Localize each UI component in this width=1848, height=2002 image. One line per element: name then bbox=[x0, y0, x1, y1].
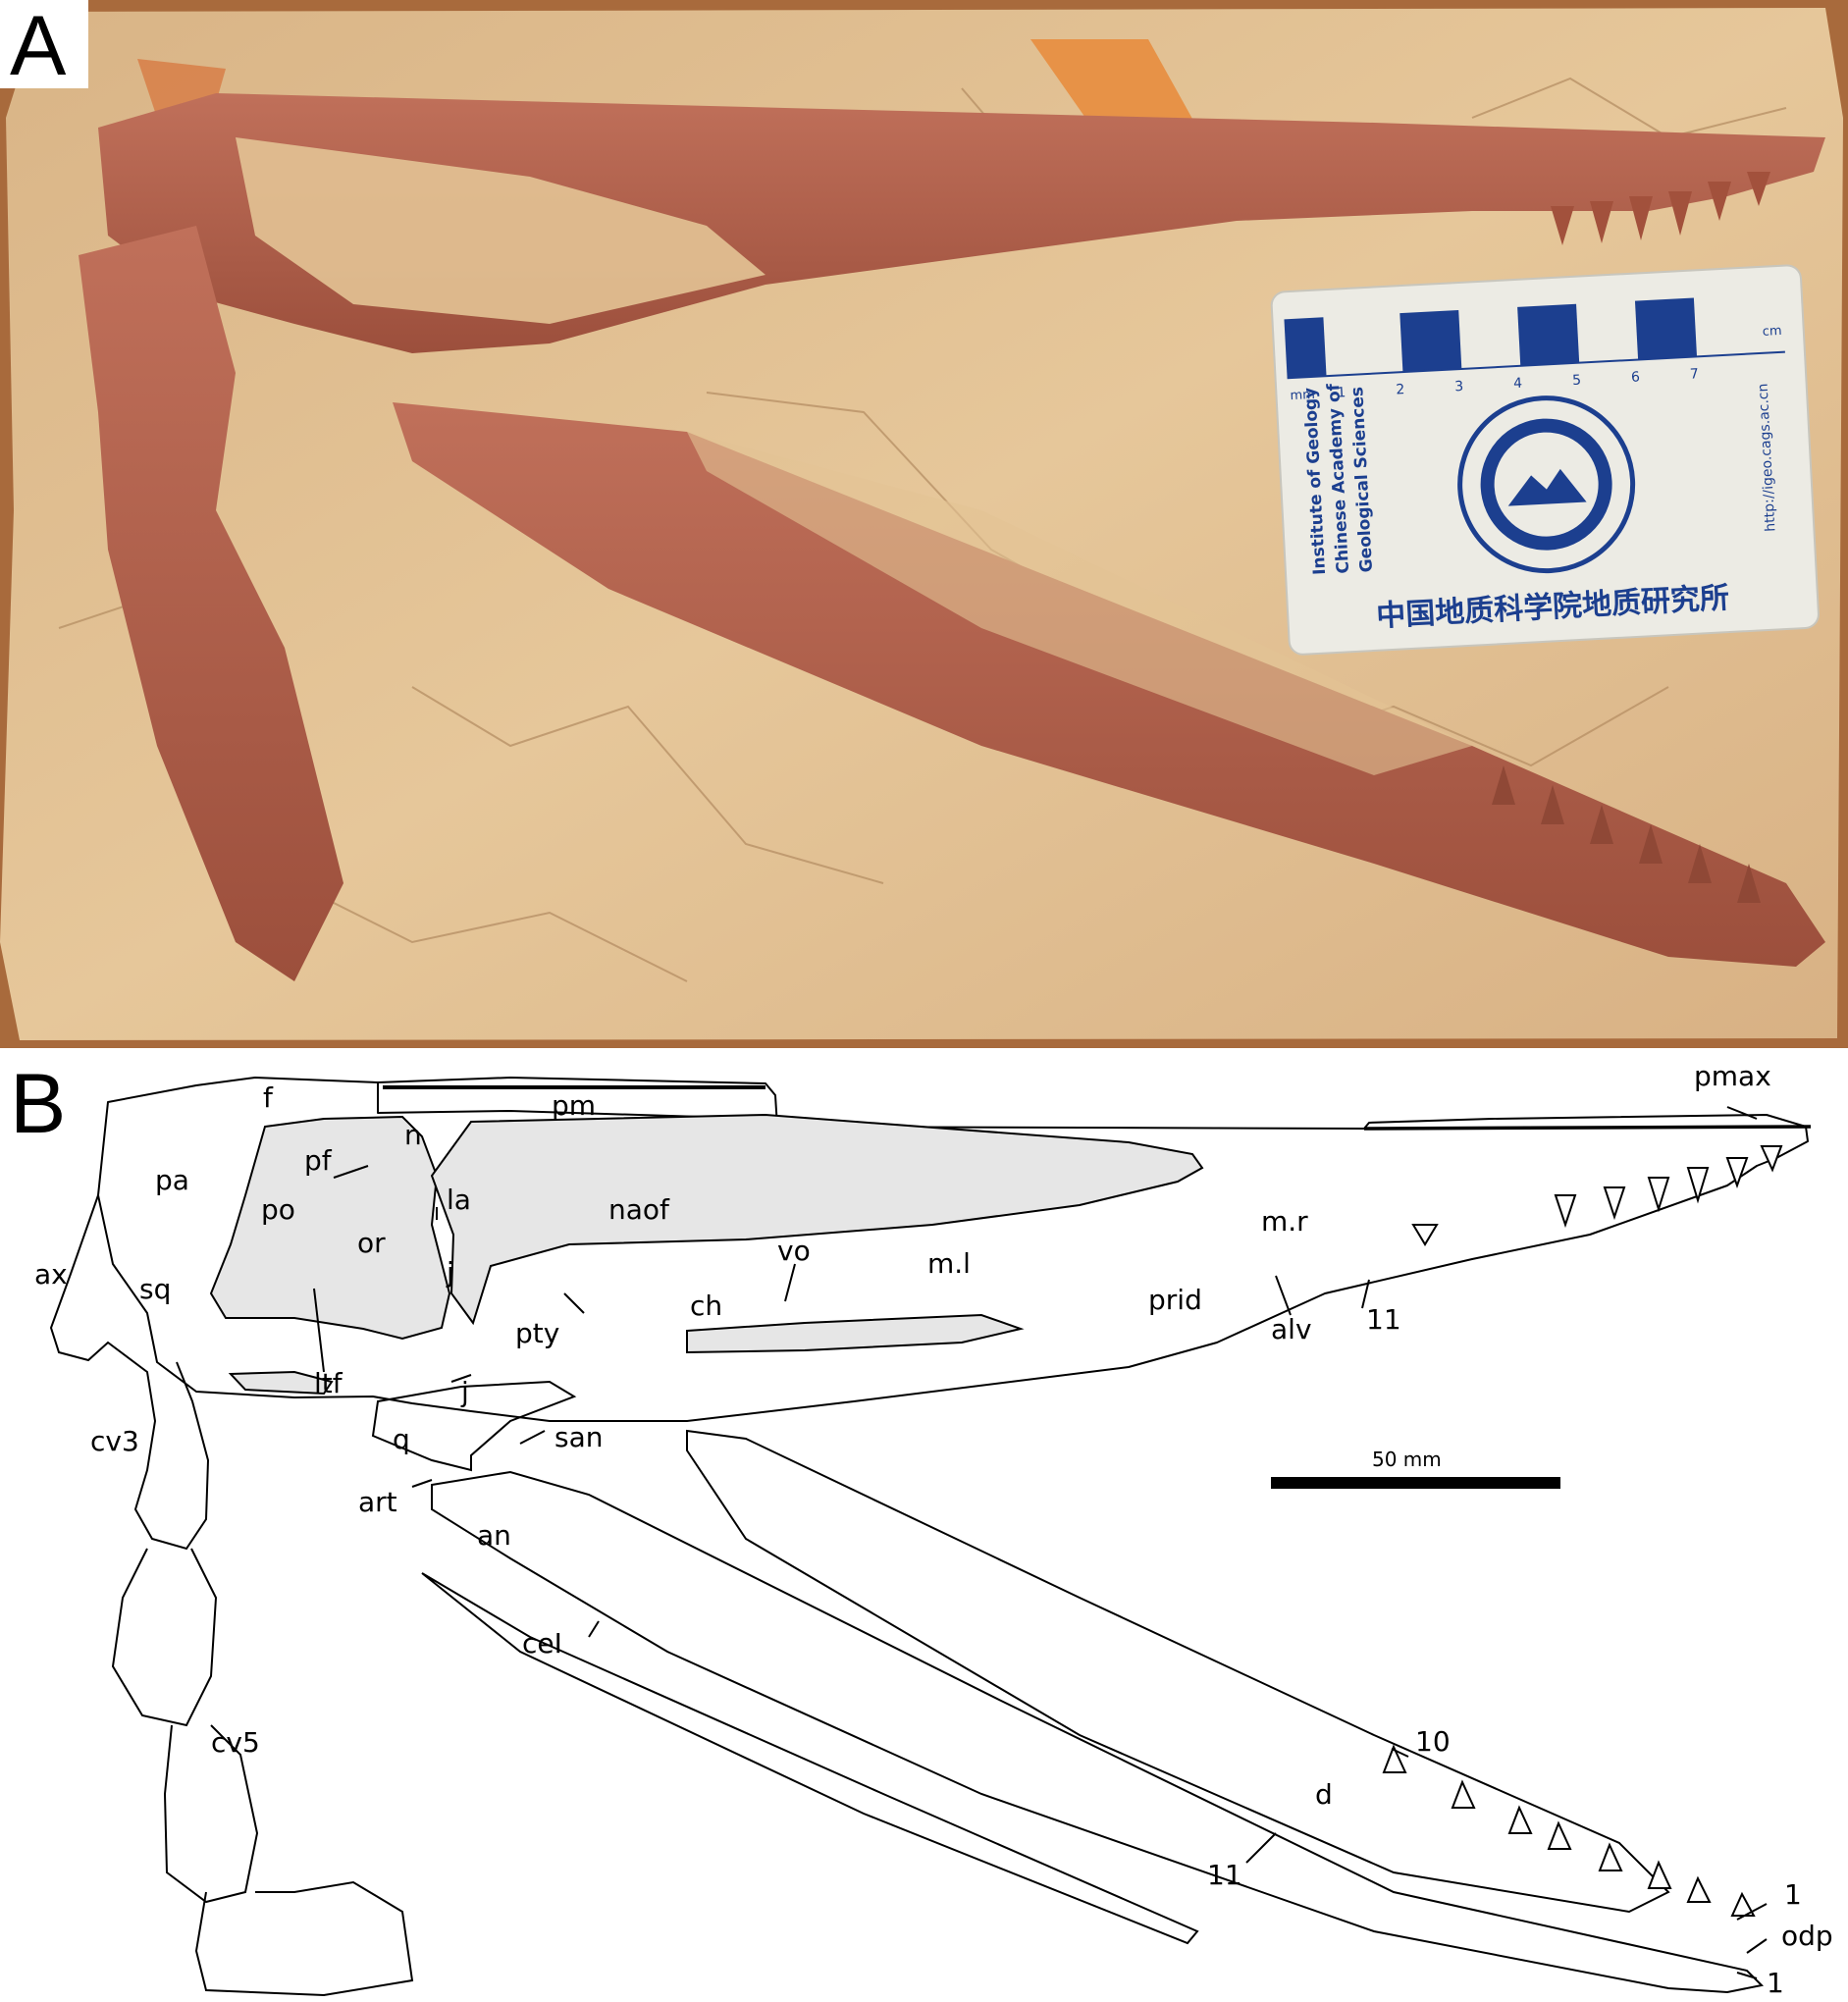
label-ltf: ltf bbox=[314, 1367, 343, 1399]
skull-openings bbox=[209, 1113, 1204, 1396]
institute-logo bbox=[1457, 395, 1636, 574]
scale-bar-label: 50 mm bbox=[1372, 1448, 1442, 1471]
label-vo: vo bbox=[777, 1235, 811, 1267]
ruler-unit-mm: mm bbox=[1290, 388, 1315, 403]
label-cel: ceI bbox=[522, 1627, 562, 1660]
label-j-upper: j bbox=[446, 1256, 454, 1289]
jugal-quadrate bbox=[371, 1380, 577, 1472]
label-pm: pm bbox=[552, 1089, 596, 1122]
orbit-opening bbox=[209, 1115, 451, 1341]
lower-teeth-drawing bbox=[1382, 1744, 1756, 1917]
mandible-gap bbox=[687, 432, 1472, 775]
lower-jaw bbox=[371, 1380, 1765, 1994]
skull-opening bbox=[236, 137, 766, 324]
ceratobranchial-bone bbox=[421, 1572, 1199, 1945]
ruler-tick-3: 3 bbox=[1454, 379, 1464, 395]
label-art: art bbox=[358, 1486, 397, 1518]
label-pa: pa bbox=[155, 1164, 189, 1196]
label-1-top: 1 bbox=[1784, 1878, 1802, 1911]
ruler-tick-7: 7 bbox=[1690, 366, 1700, 382]
label-pty: pty bbox=[515, 1317, 559, 1349]
label-d: d bbox=[1315, 1778, 1333, 1811]
label-q: q bbox=[393, 1423, 410, 1455]
label-j-lower: j bbox=[460, 1376, 469, 1408]
vertebral-column bbox=[49, 1194, 414, 1997]
leader-lines bbox=[313, 1106, 1768, 1979]
rostrum-dorsal-edge bbox=[1363, 1125, 1812, 1131]
cervical-vertebra-4 bbox=[111, 1548, 218, 1727]
lower-teeth bbox=[1492, 765, 1761, 903]
label-f: f bbox=[263, 1081, 274, 1114]
label-or: or bbox=[357, 1227, 386, 1259]
nasoantorbital-opening bbox=[430, 1113, 1204, 1326]
url-text-block: http://igeo.cags.ac.cn bbox=[1756, 383, 1779, 532]
label-11-lower: 11 bbox=[1207, 1859, 1242, 1891]
panel-letter-background bbox=[0, 0, 88, 88]
ruler-tick-4: 4 bbox=[1513, 376, 1523, 392]
upper-teeth bbox=[1551, 172, 1770, 245]
institute-text-block: Institute of Geology Chinese Academy of … bbox=[1300, 383, 1377, 575]
label-ch: ch bbox=[690, 1290, 722, 1322]
choana-opening bbox=[686, 1313, 1025, 1354]
ruler-tick-2: 2 bbox=[1396, 382, 1405, 397]
label-po: po bbox=[261, 1193, 295, 1226]
cervical-vertebra-5 bbox=[163, 1724, 259, 1904]
panel-b-drawing: B bbox=[0, 1048, 1848, 2002]
cervical-vertebra-6 bbox=[194, 1880, 414, 1997]
label-cv5: cv5 bbox=[211, 1726, 260, 1759]
label-cv3: cv3 bbox=[90, 1425, 139, 1457]
ruler-tick-5: 5 bbox=[1572, 373, 1582, 389]
label-naof: naof bbox=[608, 1193, 670, 1226]
label-odp: odp bbox=[1781, 1920, 1833, 1952]
panel-letter-b: B bbox=[10, 1057, 67, 1151]
ruler-tick-6: 6 bbox=[1631, 369, 1641, 385]
label-n: n bbox=[404, 1119, 422, 1151]
ruler-unit-cm: cm bbox=[1762, 324, 1782, 340]
mandible-outline bbox=[431, 1470, 1765, 1994]
label-pmax: pmax bbox=[1694, 1060, 1771, 1092]
panel-letter-a: A bbox=[10, 0, 67, 93]
ruler bbox=[1284, 297, 1785, 380]
label-ax: ax bbox=[34, 1258, 68, 1291]
label-san: san bbox=[554, 1421, 604, 1453]
skull-drawing-svg: 50 mm f pm pmax pa pf bbox=[34, 1060, 1833, 1999]
tooth-upper-11 bbox=[1411, 1224, 1439, 1246]
skull-outline bbox=[97, 1077, 1809, 1422]
ltf-opening bbox=[228, 1370, 334, 1396]
label-10: 10 bbox=[1415, 1725, 1451, 1758]
label-alv: alv bbox=[1271, 1313, 1312, 1345]
label-prid: prid bbox=[1148, 1284, 1202, 1316]
mandible-bone bbox=[393, 402, 1825, 967]
institute-url: http://igeo.cags.ac.cn bbox=[1756, 383, 1779, 532]
label-an: an bbox=[477, 1519, 511, 1552]
label-sq: sq bbox=[139, 1273, 171, 1305]
label-mr: m.r bbox=[1261, 1205, 1308, 1238]
panel-a-photograph: mm cm 1 2 3 4 5 6 7 Institute of Geology… bbox=[0, 0, 1848, 1048]
label-la: la bbox=[447, 1184, 471, 1216]
fossil-photo-svg: mm cm 1 2 3 4 5 6 7 Institute of Geology… bbox=[0, 0, 1848, 1048]
scale-bar bbox=[1271, 1477, 1560, 1489]
label-ml: m.l bbox=[927, 1247, 971, 1280]
upper-teeth-drawing bbox=[1411, 1145, 1783, 1246]
orange-patch bbox=[1030, 39, 1197, 137]
anatomical-labels: f pm pmax pa pf n po la naof or m.r ax j… bbox=[34, 1060, 1833, 1999]
mandible-upper-ramus bbox=[686, 1429, 1670, 1914]
vertebrae-bone bbox=[79, 226, 343, 981]
label-pf: pf bbox=[304, 1144, 333, 1177]
label-11-upper: 11 bbox=[1366, 1303, 1401, 1336]
scale-card: mm cm 1 2 3 4 5 6 7 Institute of Geology… bbox=[1270, 264, 1820, 656]
cervical-vertebra-3 bbox=[49, 1194, 210, 1551]
ruler-tick-1: 1 bbox=[1337, 385, 1346, 400]
label-1-bottom: 1 bbox=[1767, 1967, 1784, 1999]
